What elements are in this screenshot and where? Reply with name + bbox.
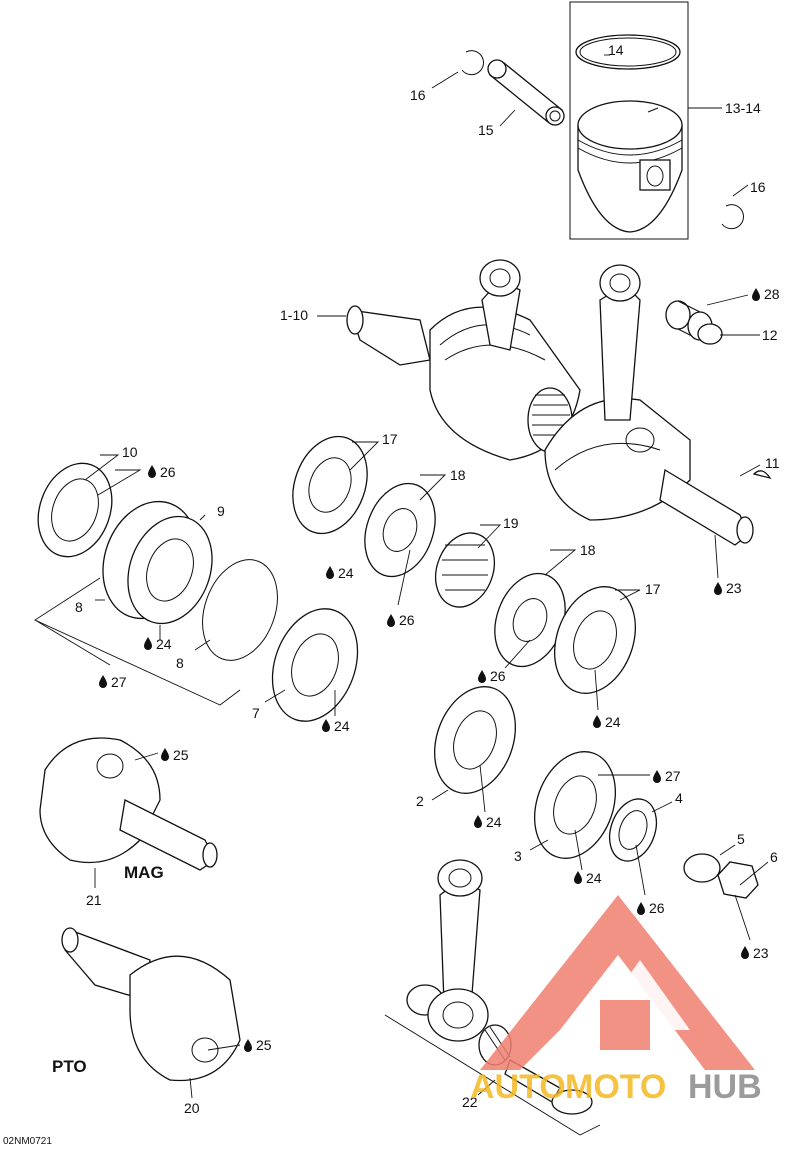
- o-ring-8: [202, 559, 278, 661]
- washer-5: [683, 853, 721, 883]
- seal-4: [608, 798, 658, 862]
- callout-25-b: 25: [256, 1037, 272, 1053]
- callout-23-a: 23: [726, 580, 742, 596]
- callout-23-b: 23: [753, 945, 769, 961]
- callout-20: 20: [184, 1100, 200, 1116]
- leader-lines: [84, 54, 769, 1099]
- needle-bearing-upper: [665, 300, 723, 345]
- callout-labels: 14 16 15 13-14 16 1-10 28 12 10 26 17 18…: [3, 42, 780, 1147]
- bracket-rod-group: [384, 1014, 601, 1136]
- callout-27-b: 27: [665, 768, 681, 784]
- callout-4: 4: [675, 790, 683, 806]
- callout-2: 2: [416, 793, 424, 809]
- callout-18-b: 18: [580, 542, 596, 558]
- seal-18-upper: [364, 482, 436, 578]
- callout-28: 28: [764, 286, 780, 302]
- oil-drop-icons: [99, 288, 760, 1052]
- callout-18-a: 18: [450, 467, 466, 483]
- callout-15: 15: [478, 122, 494, 138]
- bearing-3: [533, 751, 617, 859]
- callout-12: 12: [762, 327, 778, 343]
- connecting-rod-kit: [406, 859, 593, 1115]
- callout-24-e: 24: [486, 814, 502, 830]
- callout-26-b: 26: [399, 612, 415, 628]
- callout-8-b: 8: [176, 655, 184, 671]
- bearing-7: [271, 608, 359, 722]
- bearing-17-upper: [292, 435, 368, 535]
- bracket-left-group: [34, 577, 241, 706]
- circlip-right: [721, 204, 744, 230]
- callout-24-c: 24: [334, 718, 350, 734]
- callout-24-b: 24: [156, 636, 172, 652]
- callout-24-f: 24: [586, 870, 602, 886]
- callout-1-10: 1-10: [280, 307, 308, 323]
- crank-half-mag: [39, 737, 218, 871]
- label-mag: MAG: [124, 863, 164, 882]
- callout-6: 6: [770, 849, 778, 865]
- crank-half-pto: [61, 927, 241, 1082]
- bearing-17-lower: [553, 586, 637, 694]
- callout-7: 7: [252, 705, 260, 721]
- oil-seal-10: [37, 462, 113, 558]
- bearing-9: [102, 500, 213, 625]
- nut-6: [717, 861, 759, 899]
- callout-25-a: 25: [173, 747, 189, 763]
- callout-11: 11: [765, 455, 780, 471]
- callout-24-a: 24: [338, 565, 354, 581]
- callout-13-14: 13-14: [725, 100, 761, 116]
- callout-14: 14: [608, 42, 624, 58]
- callout-16-top: 16: [410, 87, 426, 103]
- watermark-logo: AUTO MOTO HUB: [470, 895, 762, 1106]
- drawing-code: 02NM0721: [3, 1136, 52, 1147]
- callout-22: 22: [462, 1094, 478, 1110]
- callout-26-a: 26: [160, 464, 176, 480]
- crankshaft-assembly: [346, 259, 754, 546]
- watermark-auto: AUTO: [470, 1068, 566, 1106]
- callout-27-a: 27: [111, 674, 127, 690]
- callout-10: 10: [122, 444, 138, 460]
- woodruff-key: [752, 470, 772, 480]
- watermark-hub: HUB: [688, 1068, 762, 1106]
- circlip-top: [461, 50, 484, 76]
- label-pto: PTO: [52, 1057, 87, 1076]
- callout-26-d: 26: [649, 900, 665, 916]
- callout-17-b: 17: [645, 581, 661, 597]
- callout-21: 21: [86, 892, 102, 908]
- callout-16-right: 16: [750, 179, 766, 195]
- callout-24-d: 24: [605, 714, 621, 730]
- callout-5: 5: [737, 831, 745, 847]
- callout-26-c: 26: [490, 668, 506, 684]
- callout-9: 9: [217, 503, 225, 519]
- watermark-moto: MOTO: [565, 1068, 666, 1106]
- callout-17-a: 17: [382, 431, 398, 447]
- callout-3: 3: [514, 848, 522, 864]
- callout-19: 19: [503, 515, 519, 531]
- bearing-2: [433, 686, 517, 794]
- gear-19: [435, 532, 495, 608]
- piston-pin: [487, 59, 565, 126]
- callout-8-a: 8: [75, 599, 83, 615]
- piston-assembly-box: [569, 1, 689, 240]
